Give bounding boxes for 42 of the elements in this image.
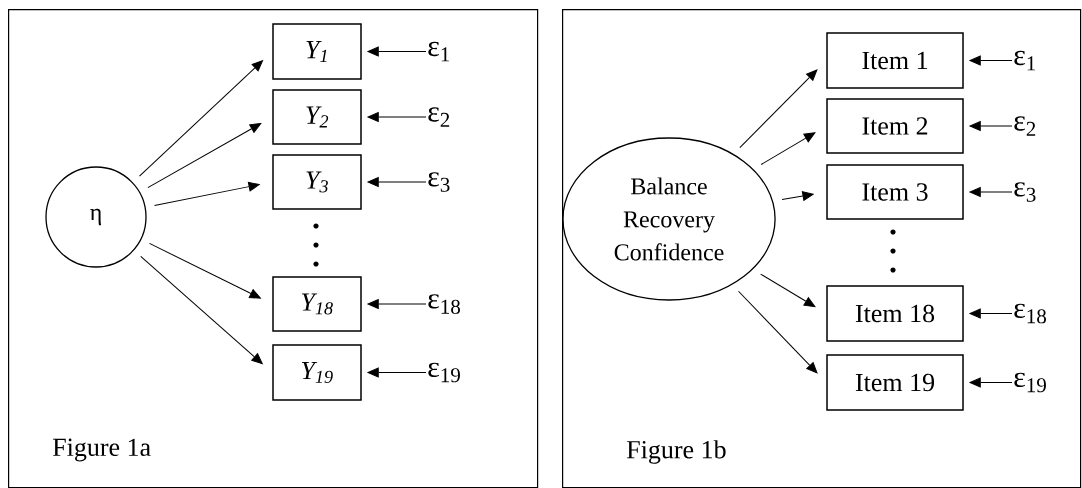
- indicator-box: Item 18: [826, 285, 964, 342]
- indicator-box: Y$_{18}$: [272, 276, 362, 332]
- arrow: [367, 46, 427, 57]
- indicator-box: Y$_{1}$: [272, 23, 362, 80]
- arrow: [969, 187, 1013, 197]
- indicator-box: Item 1: [826, 32, 964, 89]
- arrow: [760, 273, 816, 308]
- arrow: [781, 191, 814, 201]
- arrow: [969, 377, 1013, 388]
- error-term: ε$_{19}$: [1014, 372, 1046, 393]
- arrow: [149, 242, 261, 299]
- indicator-box: Item 3: [826, 164, 964, 220]
- indicator-box: Y$_{19}$: [272, 344, 362, 401]
- arrow: [969, 121, 1013, 131]
- arrow: [367, 367, 427, 378]
- error-term: ε$_{3}$: [428, 172, 450, 192]
- error-term: ε$_{3}$: [1014, 182, 1036, 202]
- error-term: ε$_{18}$: [428, 294, 460, 314]
- error-term: ε$_{2}$: [428, 107, 450, 127]
- arrow: [147, 123, 262, 189]
- error-term: ε$_{1}$: [1014, 50, 1036, 71]
- arrow: [969, 55, 1013, 66]
- indicator-box: Y$_{2}$: [272, 89, 362, 145]
- indicator-box: Item 2: [826, 98, 964, 154]
- arrow: [367, 299, 427, 309]
- arrow: [738, 290, 818, 374]
- indicator-box: Item 19: [826, 354, 964, 411]
- error-term: ε$_{19}$: [428, 362, 460, 383]
- error-term: ε$_{2}$: [1014, 116, 1036, 136]
- arrow: [154, 181, 260, 206]
- error-term: ε$_{18}$: [1014, 303, 1046, 324]
- indicator-box: Y$_{3}$: [272, 154, 362, 210]
- arrow: [140, 255, 263, 365]
- arrow: [969, 308, 1013, 319]
- figure-label: Figure 1a: [52, 438, 151, 462]
- arrow: [139, 60, 264, 177]
- arrow: [760, 132, 816, 165]
- error-term: ε$_{1}$: [428, 41, 450, 62]
- figure-label: Figure 1b: [626, 440, 726, 464]
- arrow: [367, 177, 427, 187]
- arrow: [367, 112, 427, 122]
- arrow: [739, 69, 818, 149]
